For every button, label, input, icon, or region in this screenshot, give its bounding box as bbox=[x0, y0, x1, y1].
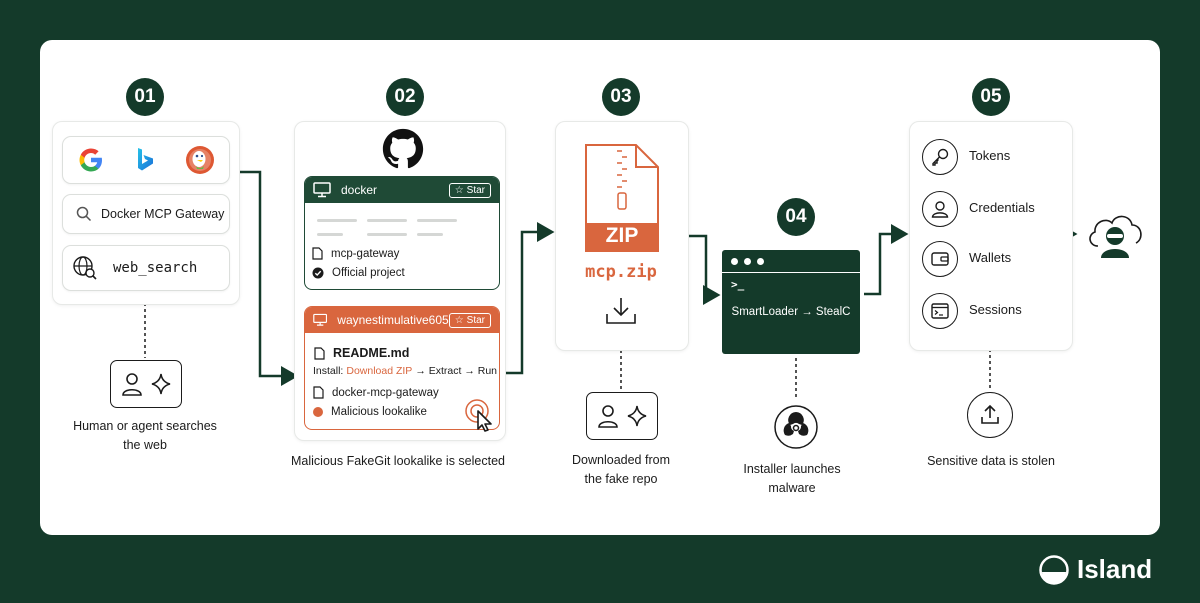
bing-icon bbox=[137, 148, 153, 171]
user-agent-box-2 bbox=[586, 392, 658, 440]
duckduckgo-icon bbox=[186, 146, 215, 174]
fake-star-button[interactable]: ☆ Star bbox=[448, 312, 491, 328]
stolen-wallets: Wallets bbox=[969, 250, 1012, 265]
zip-filename: mcp.zip bbox=[585, 262, 657, 282]
brand-name: Island bbox=[1077, 554, 1153, 584]
file-icon bbox=[312, 247, 323, 260]
fake-repo-item: docker-mcp-gateway bbox=[313, 386, 439, 399]
monitor-icon bbox=[313, 182, 331, 198]
official-repo-item: mcp-gateway bbox=[312, 247, 399, 260]
fake-readme: README.md bbox=[314, 346, 409, 360]
terminal-prompt-icon: >_ bbox=[731, 278, 745, 291]
search-icon bbox=[76, 206, 92, 222]
biohazard-icon bbox=[774, 405, 818, 449]
download-icon bbox=[606, 298, 636, 324]
key-circle bbox=[922, 139, 958, 175]
official-repo-status: Official project bbox=[312, 267, 405, 279]
sessions-circle bbox=[922, 293, 958, 329]
step-02-caption: Malicious FakeGit lookalike is selected bbox=[291, 454, 505, 468]
google-icon bbox=[79, 148, 102, 172]
fake-install-line: Install: Download ZIP → Extract → Run bbox=[313, 365, 498, 377]
fake-repo-status: Malicious lookalike bbox=[313, 406, 427, 418]
fake-repo-name: waynestimulative605 bbox=[337, 313, 449, 327]
star-icon: ☆ bbox=[454, 184, 464, 196]
github-icon bbox=[382, 128, 424, 169]
island-logo-icon bbox=[1039, 554, 1069, 585]
key-icon bbox=[932, 148, 949, 166]
credentials-circle bbox=[922, 191, 958, 227]
sparkle-icon bbox=[627, 405, 647, 427]
sparkle-icon bbox=[151, 373, 171, 395]
step-01-badge: 01 bbox=[126, 78, 164, 116]
download-zip-link[interactable]: Download ZIP bbox=[346, 365, 413, 377]
zip-file-icon bbox=[585, 144, 659, 252]
monitor-icon bbox=[313, 313, 328, 326]
cloud-attacker-icon bbox=[1089, 215, 1142, 258]
search-input[interactable]: Docker MCP Gateway bbox=[62, 194, 230, 234]
wallet-icon bbox=[931, 252, 949, 266]
user-agent-box bbox=[110, 360, 182, 408]
stolen-sessions: Sessions bbox=[969, 302, 1022, 317]
placeholder-lines bbox=[317, 219, 457, 236]
file-icon bbox=[313, 386, 324, 399]
step-03-badge: 03 bbox=[602, 78, 640, 116]
fake-repo-card[interactable]: waynestimulative605 ☆ Star bbox=[304, 306, 500, 430]
terminal-window-icon bbox=[931, 303, 949, 319]
warning-dot bbox=[313, 407, 323, 417]
person-icon bbox=[598, 405, 618, 428]
step-02-badge: 02 bbox=[386, 78, 424, 116]
file-icon bbox=[314, 346, 325, 360]
stolen-credentials: Credentials bbox=[969, 200, 1035, 215]
terminal-window: >_ SmartLoader → StealC bbox=[722, 250, 860, 354]
wallet-circle bbox=[922, 241, 958, 277]
step-04-caption: Installer launches malware bbox=[743, 462, 841, 495]
user-icon bbox=[931, 201, 949, 218]
official-repo-name: docker bbox=[341, 183, 378, 197]
terminal-command: SmartLoader → StealC bbox=[731, 306, 851, 318]
official-repo-card[interactable]: docker ☆ Star bbox=[304, 176, 500, 290]
search-query: Docker MCP Gateway bbox=[101, 207, 225, 221]
upload-icon bbox=[981, 404, 999, 424]
official-star-button[interactable]: ☆ Star bbox=[448, 182, 491, 198]
web-search-tool: web_search bbox=[62, 245, 230, 291]
check-circle-icon bbox=[312, 267, 324, 279]
window-dots bbox=[731, 258, 764, 265]
search-engines bbox=[62, 136, 230, 184]
zip-badge-label: ZIP bbox=[605, 224, 639, 247]
person-icon bbox=[122, 373, 142, 396]
star-icon: ☆ bbox=[454, 314, 464, 326]
upload-circle bbox=[967, 392, 1013, 438]
step-03-caption: Downloaded from the fake repo bbox=[572, 453, 670, 486]
step-05-badge: 05 bbox=[972, 78, 1010, 116]
step-01-caption: Human or agent searches the web bbox=[73, 419, 217, 452]
stolen-tokens: Tokens bbox=[969, 148, 1011, 163]
step-04-badge: 04 bbox=[777, 198, 815, 236]
globe-search-icon bbox=[73, 256, 97, 280]
island-logo: Island bbox=[1039, 554, 1152, 585]
click-cursor-icon bbox=[465, 399, 492, 432]
step-05-caption: Sensitive data is stolen bbox=[927, 454, 1055, 468]
web-search-label: web_search bbox=[113, 260, 198, 276]
